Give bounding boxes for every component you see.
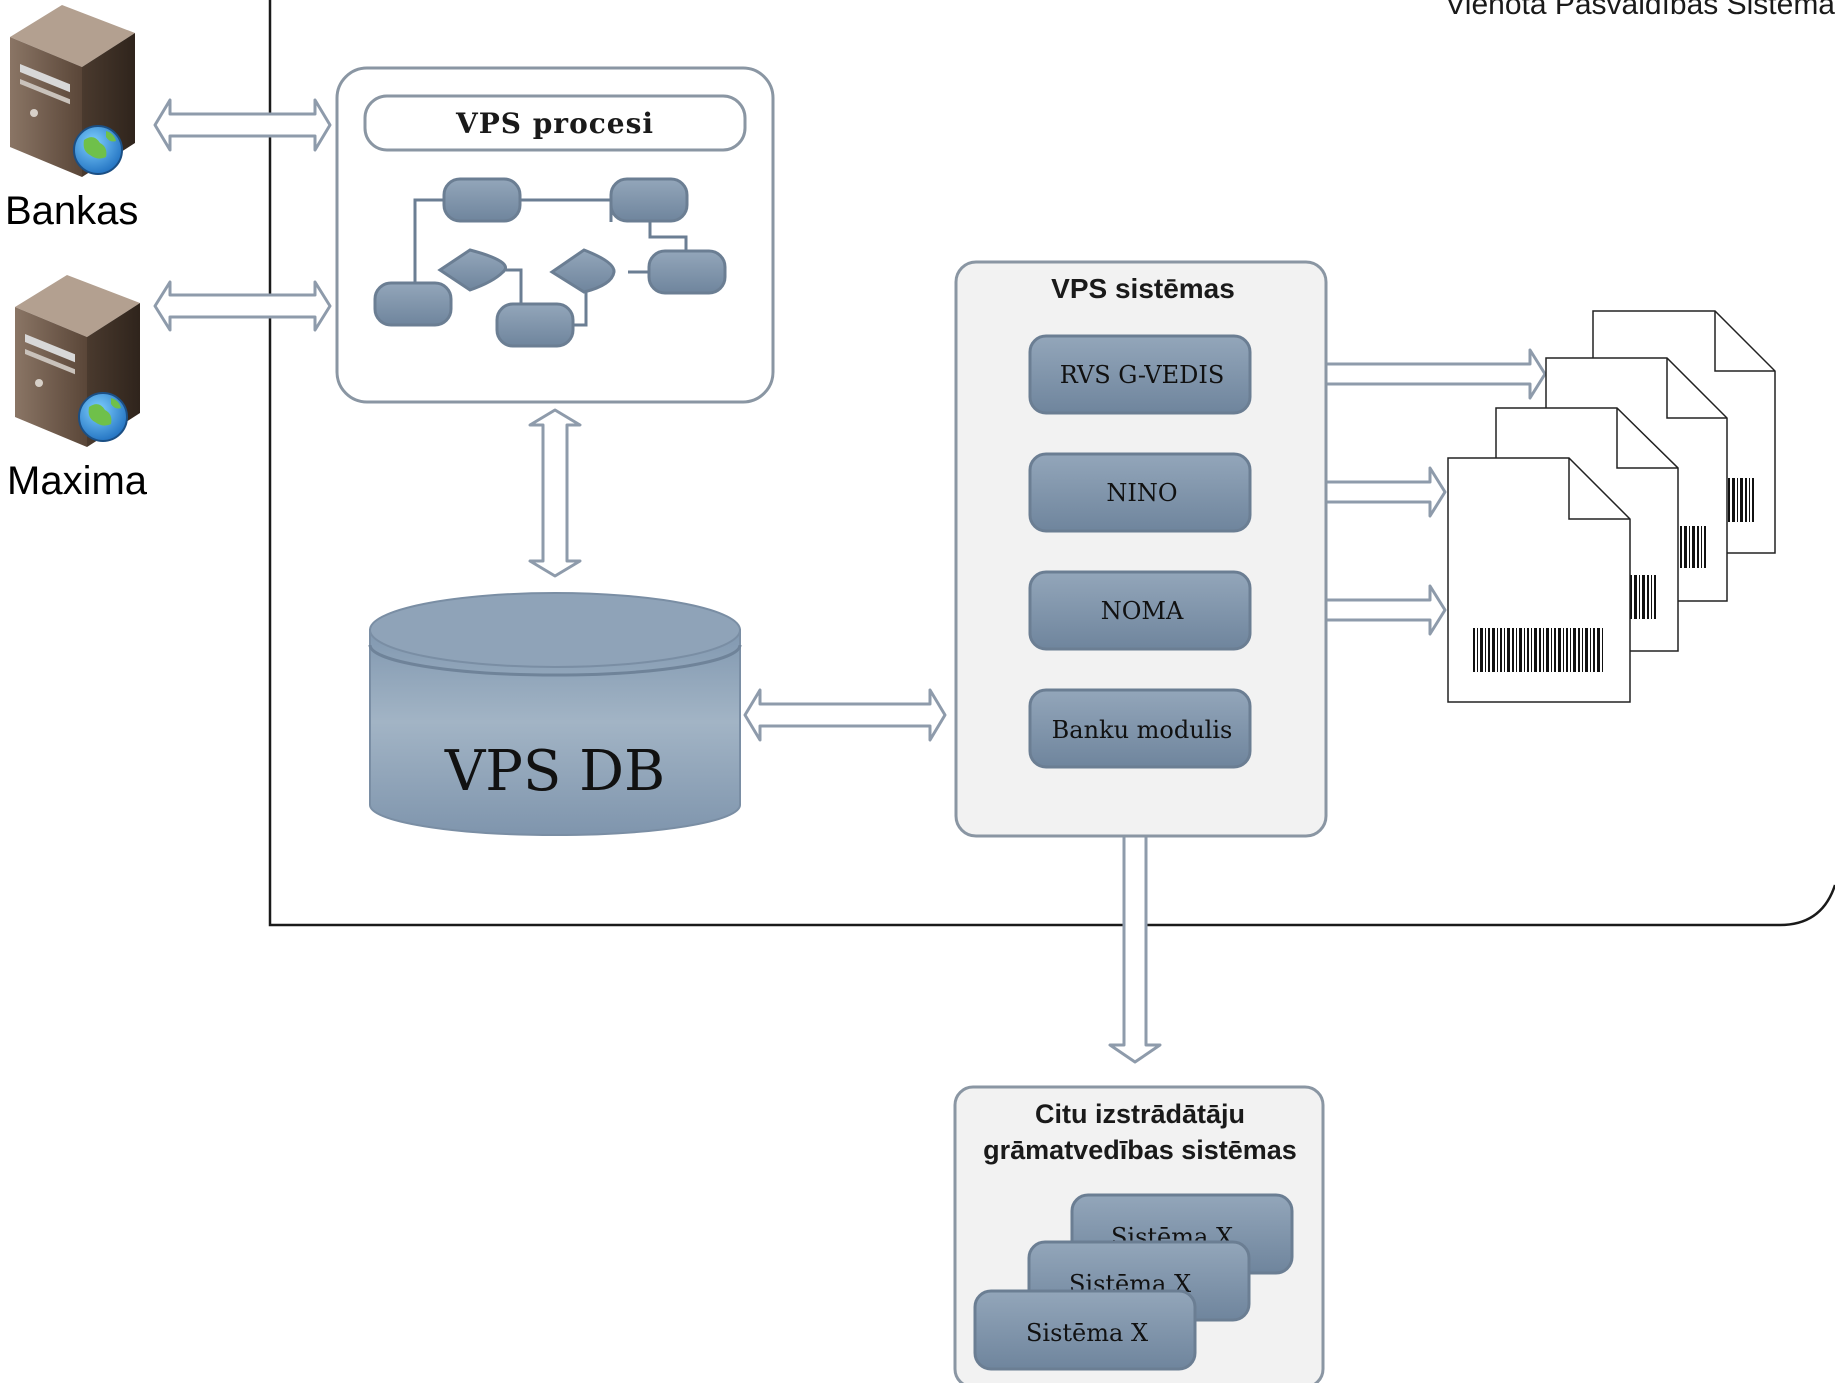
flow-decision-2	[549, 248, 616, 294]
system-nino	[1028, 452, 1252, 533]
system-noma	[1028, 570, 1252, 651]
barcode-icon	[1473, 628, 1603, 672]
maxima-server-icon	[15, 275, 140, 447]
maxima-label: Maxima	[7, 459, 148, 503]
barcode-document-icon	[1447, 457, 1631, 703]
bankas-label: Bankas	[5, 189, 138, 233]
globe-icon	[73, 125, 123, 175]
vps-db-cylinder-icon: VPS DB	[368, 592, 742, 836]
other-systems-panel: Citu izstrādātāju grāmatvedības sistēmas…	[953, 1085, 1325, 1383]
flow-step-2	[609, 177, 689, 223]
systems-panel: VPS sistēmas RVS G-VEDIS NINO NOMA Banku…	[954, 260, 1328, 838]
barcode-icon	[1630, 575, 1656, 619]
vps-container-title: Vienota Pašvaldības Sistēma	[1445, 0, 1835, 21]
maxima-processes-arrow	[153, 280, 332, 332]
barcode-icon	[1680, 526, 1706, 568]
flow-step-4	[373, 281, 453, 327]
flow-step-1	[442, 177, 522, 223]
system-rvs-label: RVS G-VEDIS	[1060, 361, 1225, 389]
vps-db-label: VPS DB	[444, 739, 665, 804]
barcode-icon	[1728, 478, 1754, 522]
system-noma-label: NOMA	[1101, 597, 1184, 625]
vps-container-frame	[268, 0, 1835, 927]
system-banku-label: Banku modulis	[1052, 716, 1233, 744]
db-systems-arrow	[743, 688, 947, 742]
processes-panel: VPS procesi	[335, 66, 775, 404]
other-system-front-label: Sistēma X	[1026, 1319, 1148, 1347]
bankas-processes-arrow	[153, 98, 332, 152]
other-systems-title-line1: Citu izstrādātāju	[1035, 1099, 1245, 1129]
system-nino-label: NINO	[1106, 479, 1177, 507]
other-system-front	[973, 1289, 1197, 1371]
system-rvs-g-vedis	[1028, 334, 1252, 415]
processes-db-arrow	[528, 408, 582, 578]
other-systems-title-line2: grāmatvedības sistēmas	[983, 1135, 1297, 1165]
system-banku-modulis	[1028, 688, 1252, 769]
flow-step-3	[647, 249, 727, 295]
processes-title: VPS procesi	[455, 107, 654, 140]
barcode-documents-stack	[1447, 310, 1776, 703]
bankas-server-icon	[10, 5, 135, 177]
flow-step-5	[495, 302, 575, 348]
flow-decision-1	[437, 248, 507, 292]
systems-title: VPS sistēmas	[1051, 273, 1235, 304]
globe-icon	[78, 392, 128, 442]
